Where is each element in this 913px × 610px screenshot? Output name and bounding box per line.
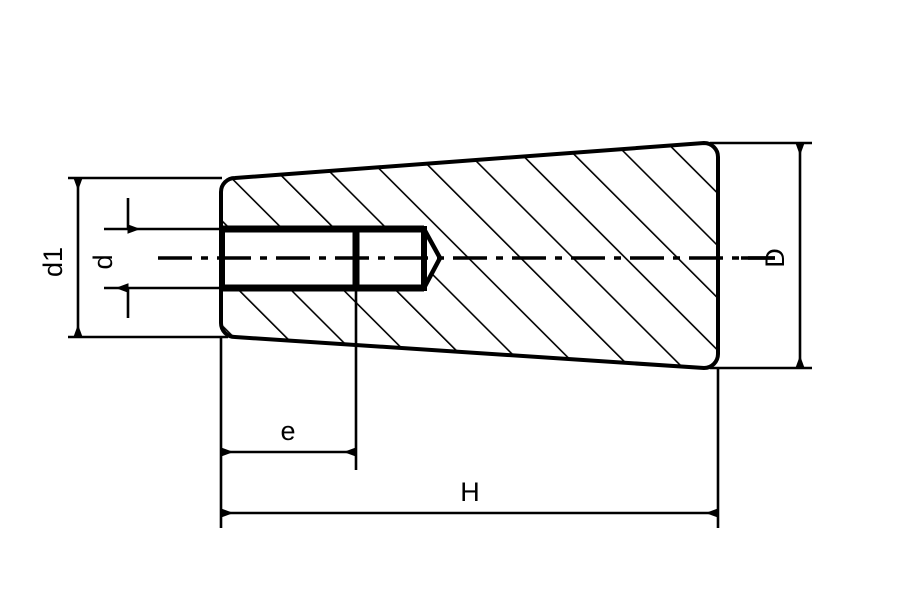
dimension-label-H: H [460, 477, 480, 507]
cone-body-outline [219, 141, 720, 370]
dimension-D: D [710, 141, 812, 370]
dimension-label-d: d [88, 254, 118, 269]
dimension-d1: d1 [38, 176, 228, 339]
section-hatching [221, 143, 718, 368]
dimension-label-d1: d1 [38, 247, 68, 277]
dimension-H: H [220, 368, 720, 528]
dimension-d: d [88, 198, 222, 318]
dimension-label-e: e [280, 416, 295, 446]
dimension-label-D: D [760, 248, 790, 268]
dimension-e: e [219, 291, 358, 528]
